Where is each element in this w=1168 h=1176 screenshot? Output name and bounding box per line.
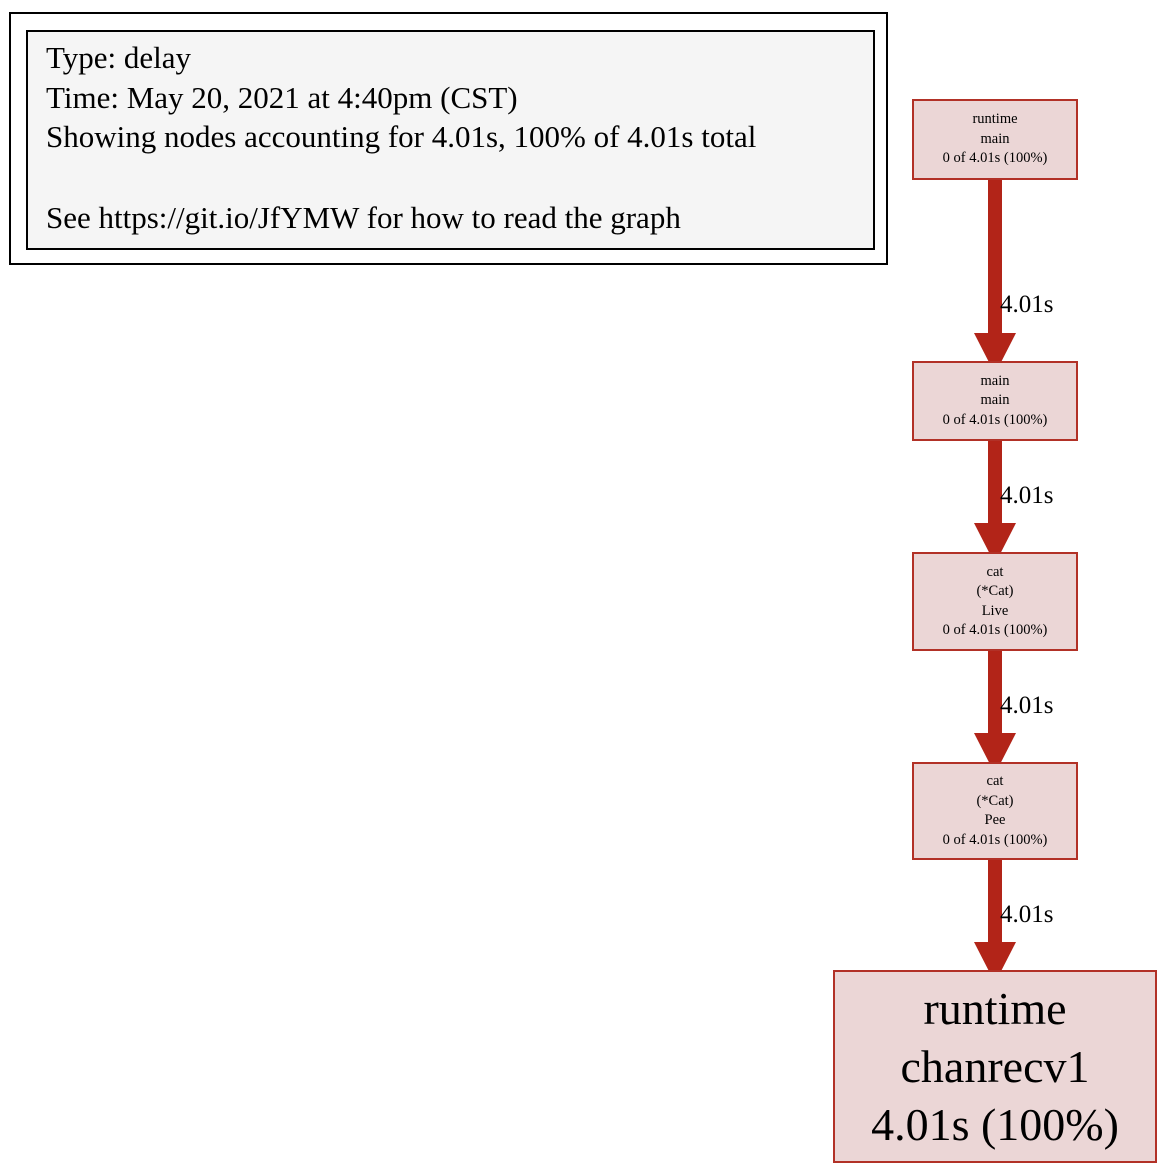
node-label-line: cat <box>986 563 1004 580</box>
node-label-line: Live <box>981 602 1009 619</box>
node-label-line: 0 of 4.01s (100%) <box>942 411 1048 428</box>
node-label-line: 0 of 4.01s (100%) <box>942 150 1048 167</box>
node-label-line: 4.01s (100%) <box>871 1098 1119 1150</box>
node-runtime-chanrecv1[interactable]: runtime chanrecv1 4.01s (100%) <box>833 970 1157 1163</box>
legend-summary-line: Showing nodes accounting for 4.01s, 100%… <box>46 119 757 154</box>
node-label-line: (*Cat) <box>976 583 1014 599</box>
legend-time-line: Time: May 20, 2021 at 4:40pm (CST) <box>46 80 518 115</box>
edge-cat-pee-to-runtime-chanrecv1 <box>974 860 1016 983</box>
legend-type-line: Type: delay <box>46 40 192 75</box>
edge-cat-live-to-cat-pee <box>974 651 1016 774</box>
node-label-line: Pee <box>984 812 1006 828</box>
edge-label: 4.01s <box>1000 291 1054 318</box>
node-label-line: main <box>980 130 1010 147</box>
edge-label: 4.01s <box>1000 482 1054 509</box>
edge-main-main-to-cat-live <box>974 441 1016 564</box>
node-label-line: chanrecv1 <box>900 1040 1090 1092</box>
node-label-line: 0 of 4.01s (100%) <box>942 622 1048 638</box>
node-label-line: (*Cat) <box>976 792 1014 809</box>
node-label-line: runtime <box>972 111 1018 128</box>
node-label-line: cat <box>986 773 1004 789</box>
node-label-line: main <box>980 372 1010 389</box>
legend-box <box>26 30 875 250</box>
node-runtime-main[interactable]: runtime main 0 of 4.01s (100%) <box>912 99 1078 180</box>
edge-runtime-main-to-main-main <box>974 180 1016 374</box>
node-cat-pee[interactable]: cat (*Cat) Pee 0 of 4.01s (100%) <box>912 762 1078 860</box>
node-main-main[interactable]: main main 0 of 4.01s (100%) <box>912 361 1078 441</box>
node-cat-live[interactable]: cat (*Cat) Live 0 of 4.01s (100%) <box>912 552 1078 651</box>
edge-label: 4.01s <box>1000 901 1054 928</box>
node-label-line: main <box>980 392 1010 409</box>
legend-help-line: See https://git.io/JfYMW for how to read… <box>46 200 681 235</box>
edge-label: 4.01s <box>1000 692 1054 719</box>
node-label-line: 0 of 4.01s (100%) <box>942 831 1048 848</box>
node-label-line: runtime <box>923 982 1067 1034</box>
